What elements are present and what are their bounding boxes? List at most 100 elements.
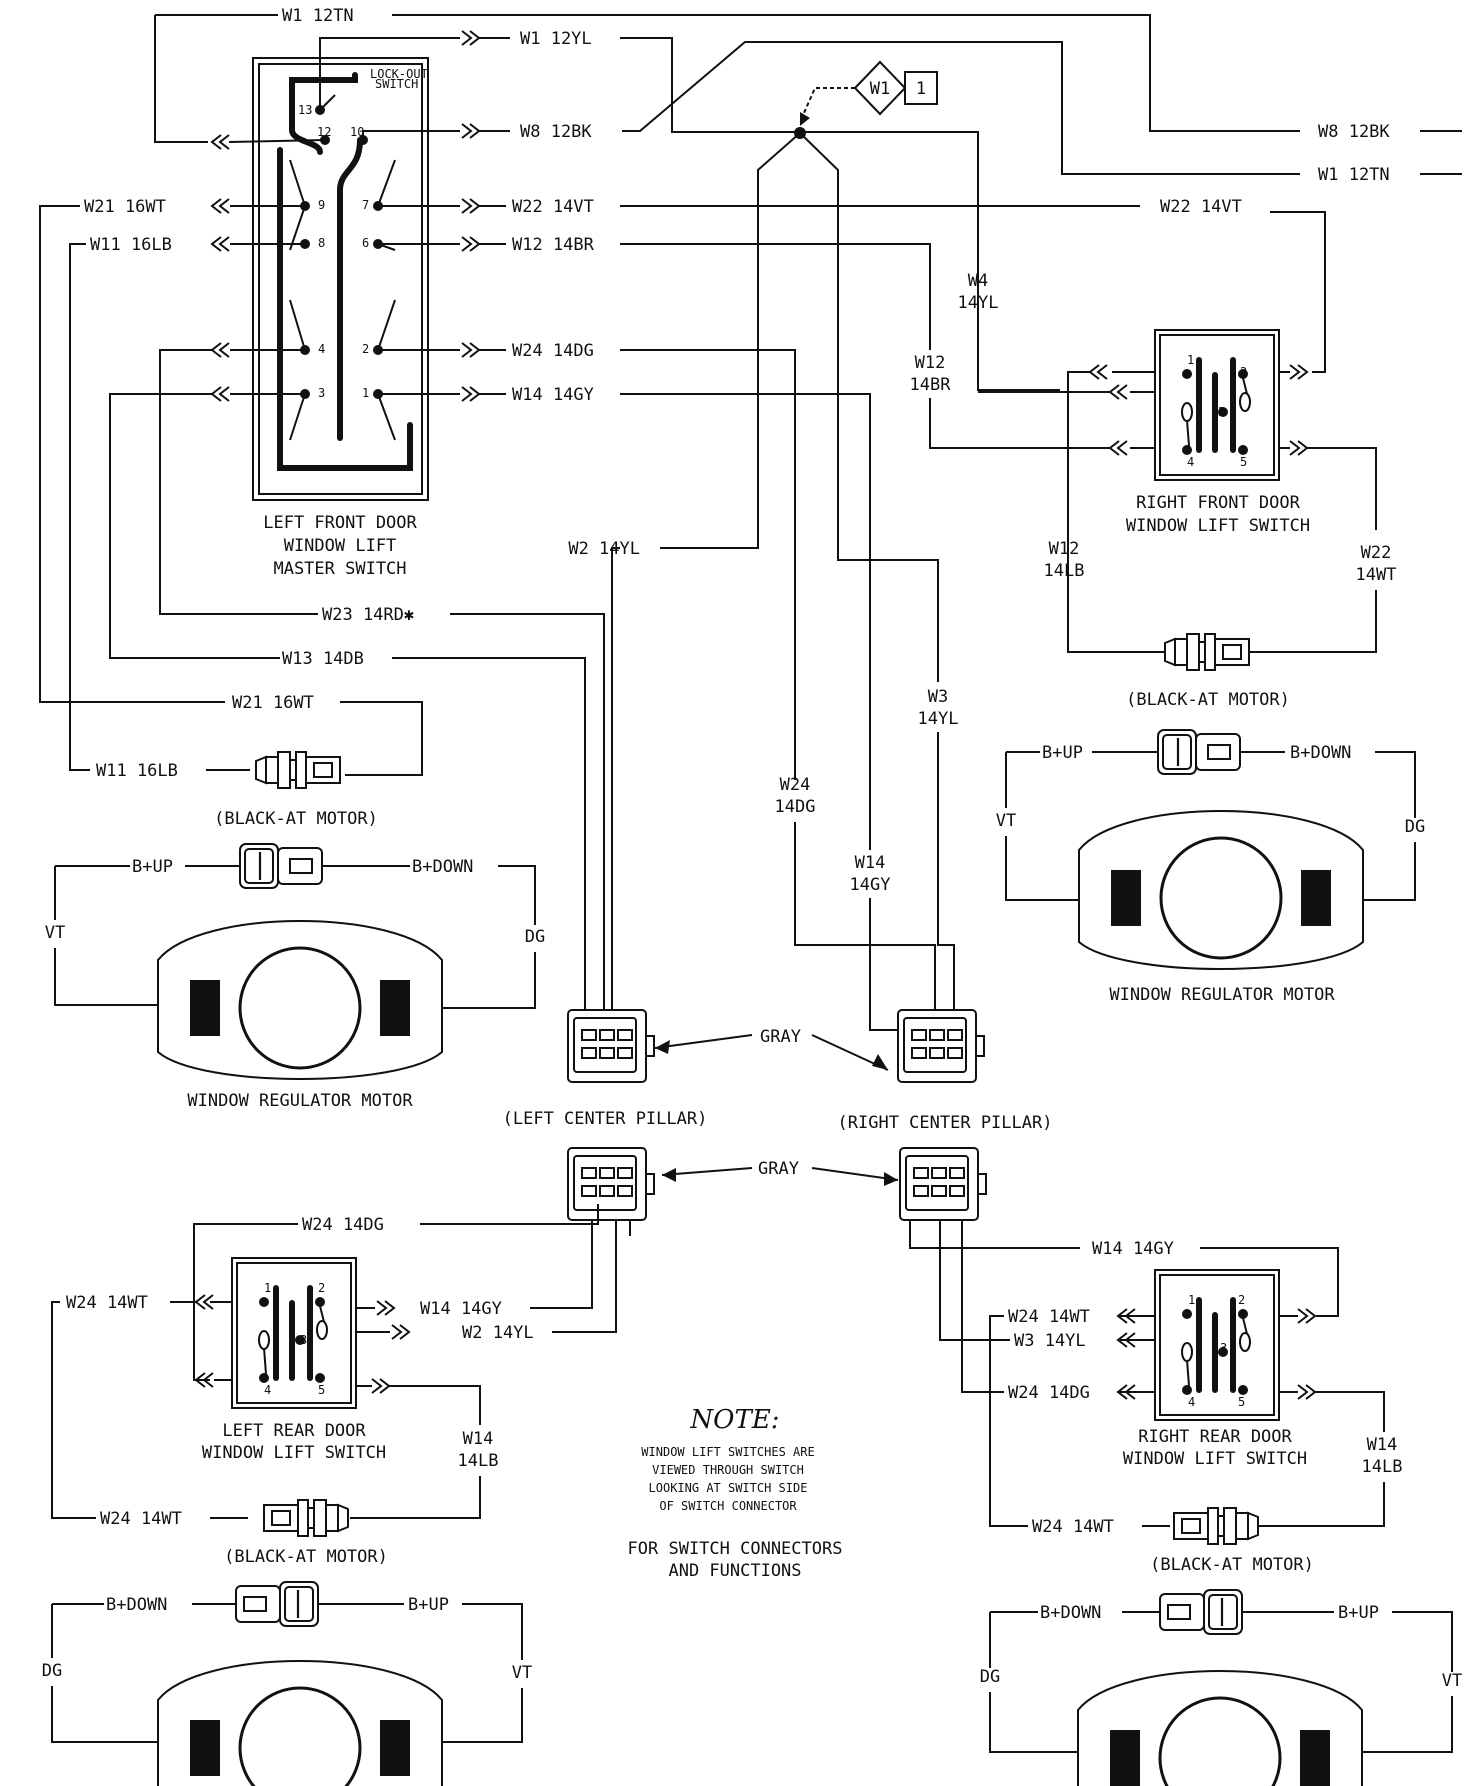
- wire-w12-mid: W12: [915, 353, 946, 373]
- rr-pin-4: 4: [1188, 1395, 1195, 1409]
- note-line-5: FOR SWITCH CONNECTORS: [628, 1539, 843, 1559]
- rf-caption-1: RIGHT FRONT DOOR: [1136, 493, 1301, 513]
- rf-pin-3: 3: [1218, 405, 1225, 419]
- wire-w21-16wt: W21 16WT: [84, 197, 166, 217]
- lr-pin-1: 1: [264, 1281, 271, 1295]
- wire-w13-14db: W13 14DB: [282, 649, 364, 669]
- wire-w22-14vt-right: W22 14VT: [1160, 197, 1242, 217]
- note-line-4: OF SWITCH CONNECTOR: [659, 1499, 797, 1513]
- rf-pin-2: 2: [1240, 365, 1247, 379]
- rf-wire-w22-color: 14WT: [1356, 565, 1397, 585]
- rf-wire-w12: W12: [1049, 539, 1080, 559]
- pin-6: 6: [362, 236, 369, 250]
- wire-w4: W4: [968, 271, 988, 291]
- lr-dg: DG: [42, 1661, 62, 1681]
- left-rear-regulator-motor: B+DOWN B+UP DG VT: [42, 1580, 532, 1786]
- wire-w3: W3: [928, 687, 948, 707]
- right-rear-regulator-motor: B+DOWN B+UP DG VT: [980, 1588, 1462, 1786]
- lr-pin-4: 4: [264, 1383, 271, 1397]
- pin-2: 2: [362, 342, 369, 356]
- wire-w24-mid-color: 14DG: [775, 797, 816, 817]
- pillar-gray-upper: GRAY: [760, 1027, 801, 1047]
- pin-8: 8: [318, 236, 325, 250]
- rr-wire-w24-14wt: W24 14WT: [1008, 1307, 1090, 1327]
- rr-caption-1: RIGHT REAR DOOR: [1138, 1427, 1292, 1447]
- rr-bdown: B+DOWN: [1040, 1603, 1101, 1623]
- rf-regulator-caption: WINDOW REGULATOR MOTOR: [1109, 985, 1335, 1005]
- master-caption-3: MASTER SWITCH: [273, 559, 406, 579]
- lockout-label-2: SWITCH: [375, 77, 418, 91]
- lr-caption-2: WINDOW LIFT SWITCH: [202, 1443, 386, 1463]
- lr-bup: B+UP: [408, 1595, 449, 1615]
- rr-wire-w24-14wt-low: W24 14WT: [1032, 1517, 1114, 1537]
- splice-number: 1: [916, 79, 926, 99]
- lf-bdown: B+DOWN: [412, 857, 473, 877]
- rr-dg: DG: [980, 1667, 1000, 1687]
- rr-wire-w24-14dg: W24 14DG: [1008, 1383, 1090, 1403]
- lockout-label: LOCK-OUT: [370, 67, 428, 81]
- wire-w12-14br: W12 14BR: [512, 235, 595, 255]
- wire-w22-14vt: W22 14VT: [512, 197, 594, 217]
- splice-label: W1: [870, 79, 890, 99]
- note-line-6: AND FUNCTIONS: [668, 1561, 801, 1581]
- wire-w8-12bk-right: W8 12BK: [1318, 122, 1390, 142]
- note-title: NOTE:: [689, 1405, 779, 1435]
- pin-3: 3: [318, 386, 325, 400]
- rf-wire-w12-color: 14LB: [1044, 561, 1085, 581]
- wire-w1-12tn-right: W1 12TN: [1318, 165, 1390, 185]
- rf-pin-4: 4: [1187, 455, 1194, 469]
- rf-pin-1: 1: [1187, 353, 1194, 367]
- lf-regulator-caption: WINDOW REGULATOR MOTOR: [187, 1091, 413, 1111]
- center-pillars: GRAY (LEFT CENTER PILLAR) (RIGHT CENTER …: [503, 1009, 1053, 1221]
- wire-w2-14yl: W2 14YL: [568, 539, 640, 559]
- wire-w14-mid-color: 14GY: [850, 875, 891, 895]
- wire-w12-mid-color: 14BR: [910, 375, 952, 395]
- master-caption-1: LEFT FRONT DOOR: [263, 513, 417, 533]
- rr-pin-3: 3: [1220, 1341, 1227, 1355]
- note-line-2: VIEWED THROUGH SWITCH: [652, 1463, 804, 1477]
- pin-1: 1: [362, 386, 369, 400]
- wire-w1-12tn-top: W1 12TN: [282, 6, 354, 26]
- wire-w8-12bk: W8 12BK: [520, 122, 592, 142]
- right-rear-switch: 1 2 3 4 5 W14 14GY W24 14WT W3 14YL W24 …: [909, 1220, 1403, 1575]
- lr-pin-2: 2: [318, 1281, 325, 1295]
- lr-caption-1: LEFT REAR DOOR: [222, 1421, 366, 1441]
- rf-vt: VT: [996, 811, 1016, 831]
- master-switch: LOCK-OUT SWITCH 13 12 10 9 7 8 6 4 2 3 1…: [252, 57, 429, 579]
- rr-black-at-motor: (BLACK-AT MOTOR): [1150, 1555, 1314, 1575]
- pin-13: 13: [298, 103, 312, 117]
- top-wires: W1 12TN W8 12BK W1 12YL W8 12BK W1 12TN: [154, 6, 1462, 391]
- wire-w11-16lb-low: W11 16LB: [96, 761, 178, 781]
- wire-w24-mid: W24: [780, 775, 811, 795]
- rr-pin-1: 1: [1188, 1293, 1195, 1307]
- lf-dg: DG: [525, 927, 545, 947]
- wire-w14-14gy: W14 14GY: [512, 385, 594, 405]
- lr-pin-5: 5: [318, 1383, 325, 1397]
- left-rear-switch: 1 2 3 4 5 W24 14DG W24 14WT W14 14GY W2 …: [51, 1204, 631, 1567]
- lf-bup: B+UP: [132, 857, 173, 877]
- note-line-3: LOOKING AT SWITCH SIDE: [649, 1481, 808, 1495]
- pin-12: 12: [317, 125, 331, 139]
- note-line-1: WINDOW LIFT SWITCHES ARE: [641, 1445, 814, 1459]
- wire-w21-16wt-low: W21 16WT: [232, 693, 314, 713]
- pin-9: 9: [318, 198, 325, 212]
- rf-bdown: B+DOWN: [1290, 743, 1351, 763]
- rr-vt: VT: [1442, 1671, 1462, 1691]
- rf-caption-2: WINDOW LIFT SWITCH: [1126, 516, 1310, 536]
- right-center-pillar-caption: (RIGHT CENTER PILLAR): [838, 1113, 1053, 1133]
- note-block: NOTE: WINDOW LIFT SWITCHES ARE VIEWED TH…: [628, 1405, 843, 1581]
- lr-wire-w24-14dg: W24 14DG: [302, 1215, 384, 1235]
- rr-wire-w14-color: 14LB: [1362, 1457, 1403, 1477]
- rf-wire-w22: W22: [1361, 543, 1392, 563]
- master-right-wires: W22 14VT W22 14VT W12 14BR W12 14BR W4 1…: [378, 197, 1326, 1031]
- rr-wire-w14: W14: [1367, 1435, 1398, 1455]
- rf-bup: B+UP: [1042, 743, 1083, 763]
- rr-caption-2: WINDOW LIFT SWITCH: [1123, 1449, 1307, 1469]
- lr-black-at-motor: (BLACK-AT MOTOR): [224, 1547, 388, 1567]
- left-front-motor: (BLACK-AT MOTOR) B+UP B+DOWN DG VT WINDO…: [45, 751, 545, 1111]
- rr-wire-w14-14gy: W14 14GY: [1092, 1239, 1174, 1259]
- lf-vt: VT: [45, 923, 65, 943]
- rr-pin-5: 5: [1238, 1395, 1245, 1409]
- wire-w23-14rd: W23 14RD✱: [322, 605, 414, 625]
